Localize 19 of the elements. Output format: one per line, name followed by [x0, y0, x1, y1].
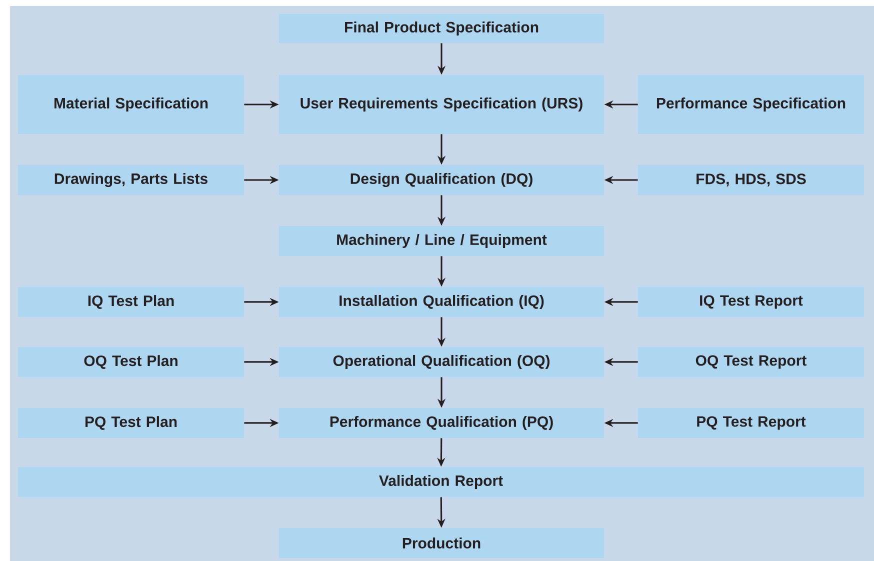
process-box: Material Specification — [18, 75, 244, 134]
process-box: Performance Specification — [638, 75, 864, 134]
process-box: Performance Qualification (PQ) — [279, 408, 604, 438]
process-box: IQ Test Report — [638, 287, 864, 317]
process-box: PQ Test Plan — [18, 408, 244, 438]
process-box: OQ Test Plan — [18, 346, 244, 377]
process-box: Drawings, Parts Lists — [18, 165, 244, 195]
process-box: Installation Qualification (IQ) — [279, 287, 604, 317]
process-box: Final Product Specification — [279, 14, 604, 43]
process-box: Design Qualification (DQ) — [279, 165, 604, 195]
process-box: PQ Test Report — [638, 408, 864, 438]
process-box: Machinery / Line / Equipment — [279, 226, 604, 256]
process-box: Production — [279, 528, 604, 558]
process-box: User Requirements Specification (URS) — [279, 75, 604, 134]
process-box: FDS, HDS, SDS — [638, 165, 864, 195]
process-box: Operational Qualification (OQ) — [279, 346, 604, 377]
process-box: IQ Test Plan — [18, 287, 244, 317]
process-box: OQ Test Report — [638, 346, 864, 377]
process-box: Validation Report — [18, 466, 864, 497]
